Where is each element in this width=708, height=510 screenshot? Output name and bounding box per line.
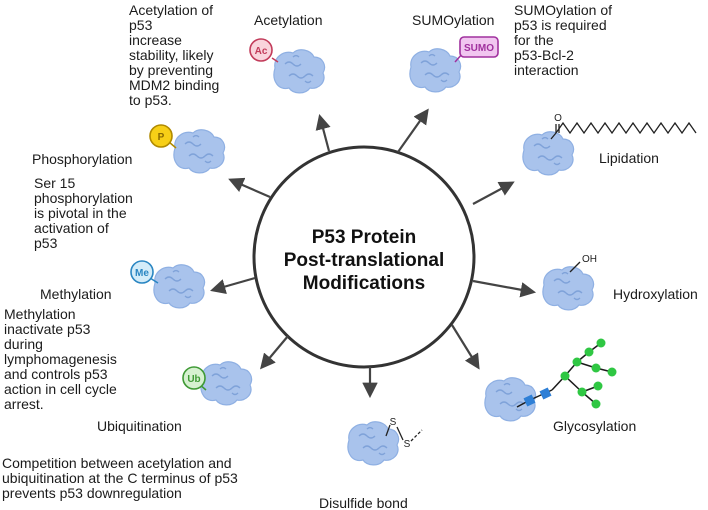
phospho-badge-text: P [158,132,165,143]
phosphorylation-label: Phosphorylation [32,151,133,167]
phosphorylation-note: Ser 15 phosphorylation is pivotal in the… [34,175,133,251]
methylation-label: Methylation [40,286,112,302]
arrow-icon [228,177,271,199]
methylation-note: Methylation inactivate p53 during lympho… [4,306,117,412]
arrow-icon [451,324,480,370]
methyl-badge-text: Me [135,268,149,279]
sumo-badge-text: SUMO [464,43,494,54]
sumoylation-label: SUMOylation [412,12,495,28]
acetyl-badge-text: Ac [255,46,268,57]
sulfur-label-2: S [404,439,411,450]
protein-blob-icon [542,266,595,311]
ubiquitination-label: Ubiquitination [97,418,182,434]
protein-blob-icon [409,48,462,93]
hydroxylation-label: Hydroxylation [613,286,698,302]
glycan-chain-icon [516,338,617,409]
phospho-badge [149,124,173,148]
lipid-oxygen-label: O [554,113,562,124]
arrow-icon [472,181,515,205]
protein-blob-icon [347,421,400,466]
arrow-icon [472,279,537,298]
acetyl-badge [249,38,273,62]
arrow-icon [260,335,289,370]
protein-blob-icon [522,131,575,176]
hydroxyl-label: OH [582,254,597,265]
glycosylation-label: Glycosylation [553,418,637,434]
sumo-badge [459,36,499,58]
ubiquitin-badge-text: Ub [187,374,200,385]
sulfur-label-1: S [390,417,397,428]
arrow-icon [210,276,256,295]
center-circle [252,145,476,369]
acetylation-label: Acetylation [254,12,323,28]
arrow-icon [397,108,429,153]
protein-blob-icon [173,129,226,174]
disulfide-bond-label: Disulfide bond [319,495,408,510]
lipid-chain-icon [550,121,697,140]
sumoylation-note: SUMOylation of p53 is required for the p… [514,2,613,78]
diagram-title: P53 Protein Post-translational Modificat… [283,227,445,294]
acetylation-note: Acetylation of p53 increase stability, l… [129,2,220,108]
disulfide-icon [385,424,423,442]
methyl-badge [130,260,154,284]
protein-blob-icon [273,49,326,94]
ubiquitin-badge [182,366,206,390]
protein-blob-icon [153,264,206,309]
hydroxyl-icon [569,261,581,273]
arrow-icon [315,114,331,152]
lipidation-label: Lipidation [599,150,659,166]
protein-blob-icon [200,361,253,406]
ubiquitination-note: Competition between acetylation and ubiq… [2,455,238,501]
